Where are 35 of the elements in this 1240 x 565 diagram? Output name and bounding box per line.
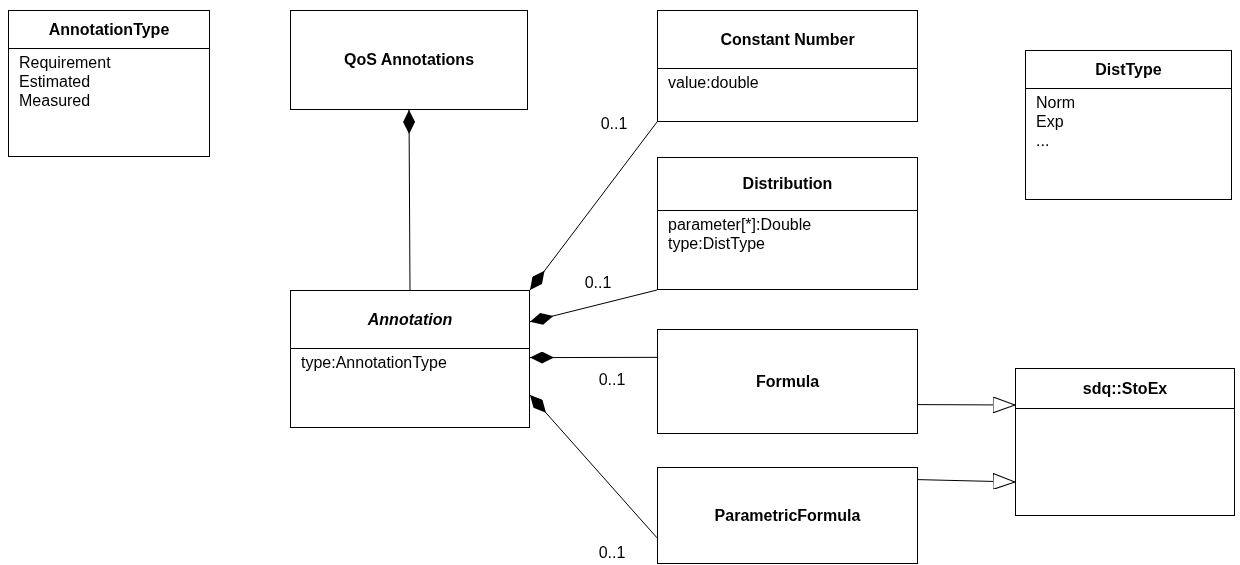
- class-member: Estimated: [19, 72, 91, 91]
- class-box: [657, 157, 918, 290]
- class-member: type:DistType: [668, 234, 765, 253]
- class-box: [657, 10, 918, 122]
- class-box: [657, 467, 918, 564]
- composition-line: [529, 351, 658, 364]
- class-name: Formula: [755, 372, 820, 391]
- class-name: Annotation: [367, 310, 453, 329]
- composition-line: [529, 289, 658, 325]
- class-box: [8, 10, 210, 157]
- class-member: Exp: [1036, 112, 1064, 131]
- class-name: DistType: [1095, 60, 1162, 79]
- class-name: Distribution: [742, 175, 833, 193]
- composition-line: [529, 394, 658, 539]
- class-box: [290, 290, 530, 428]
- class-member: type:AnnotationType: [301, 353, 447, 372]
- composition-line: [529, 121, 658, 291]
- class-box: [1015, 368, 1235, 516]
- class-member: Measured: [19, 91, 91, 110]
- generalization-arrow: [917, 472, 1016, 490]
- class-member: ...: [1036, 131, 1050, 150]
- class-member: Requirement: [19, 53, 111, 72]
- class-name: Constant Number: [720, 30, 855, 49]
- class-name: ParametricFormula: [714, 506, 861, 525]
- composition-line: [403, 109, 416, 291]
- generalization-arrow: [917, 396, 1016, 414]
- class-member: Norm: [1036, 93, 1076, 112]
- class-name: sdq::StoEx: [1082, 379, 1168, 398]
- class-name: QoS Annotations: [343, 51, 475, 69]
- class-member: parameter[*]:Double: [668, 215, 812, 234]
- class-box: [290, 10, 528, 110]
- class-box: [1025, 50, 1232, 200]
- class-name: AnnotationType: [48, 20, 170, 39]
- class-box: [657, 329, 918, 434]
- class-member: value:double: [668, 73, 759, 92]
